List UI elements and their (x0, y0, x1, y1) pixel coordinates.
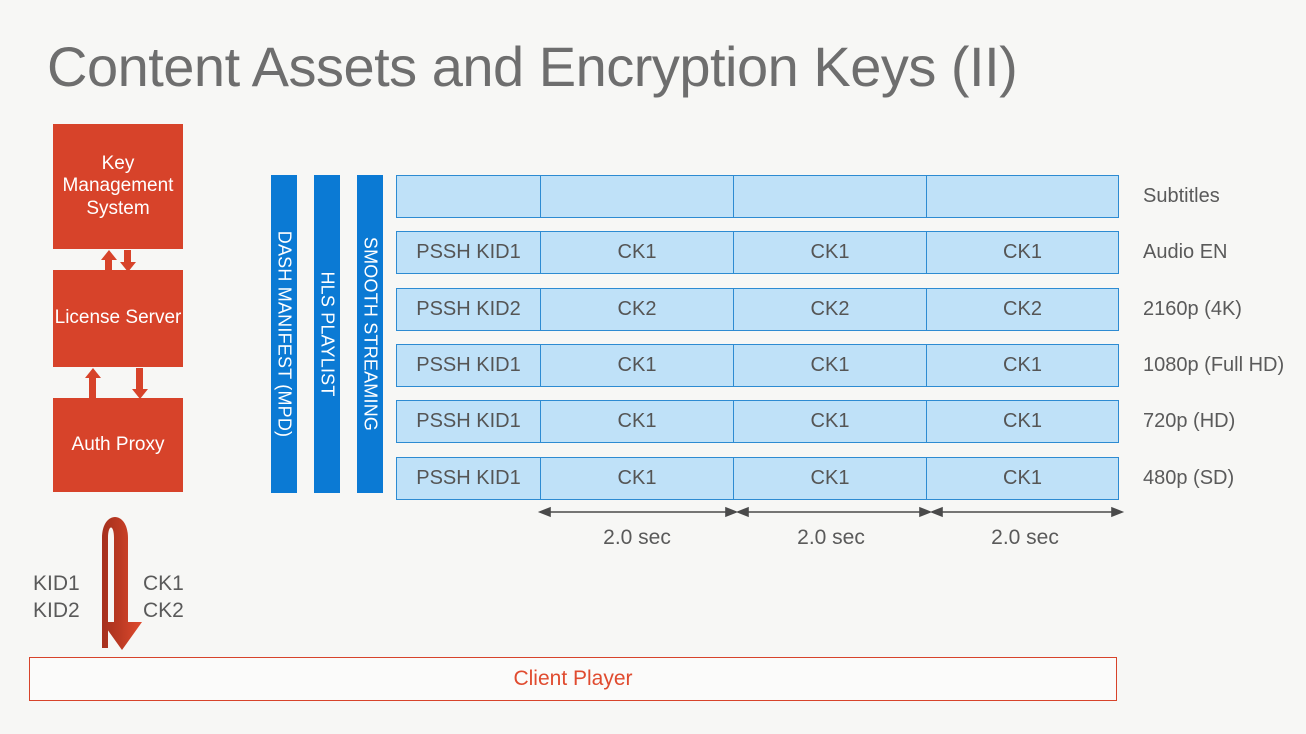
service-box-label: Auth Proxy (71, 433, 165, 455)
track-cell-segment[interactable]: CK1 (926, 343, 1119, 387)
service-box-label: License Server (54, 307, 182, 329)
segment-duration-1: 2.0 sec (603, 526, 671, 549)
ck-label-2: CK2 (143, 598, 184, 622)
manifest-bar-label: HLS PLAYLIST (317, 271, 338, 397)
track-cell-segment[interactable]: CK1 (733, 231, 927, 275)
track-cell-segment[interactable]: CK1 (540, 231, 734, 275)
track-cell-segment[interactable]: CK1 (926, 400, 1119, 444)
track-label: Subtitles (1143, 185, 1220, 207)
manifest-bar-dash[interactable]: DASH MANIFEST (MPD) (271, 175, 297, 493)
track-cell-segment[interactable]: CK1 (926, 231, 1119, 275)
track-cell-segment[interactable]: CK2 (733, 287, 927, 331)
arrow-up-auth-to-license-icon (89, 377, 96, 399)
track-cell-pssh[interactable] (396, 175, 541, 218)
kid-label-1: KID1 (33, 572, 80, 595)
track-label: 1080p (Full HD) (1143, 353, 1285, 376)
segment-duration-3: 2.0 sec (991, 526, 1059, 549)
track-label: Audio EN (1143, 241, 1228, 264)
service-box-label: Key Management System (62, 152, 174, 219)
track-cell-pssh[interactable]: PSSH KID1 (396, 343, 541, 387)
arrow-up-license-to-kms-icon (105, 259, 112, 272)
ck-label-1: CK1 (143, 572, 184, 595)
service-box-license-server[interactable]: License Server (53, 270, 183, 367)
service-box-key-management-system[interactable]: Key Management System (53, 124, 183, 249)
page-title: Content Assets and Encryption Keys (II) (47, 35, 1018, 98)
manifest-bar-label: SMOOTH STREAMING (360, 236, 381, 432)
track-label: 720p (HD) (1143, 410, 1236, 433)
kid-label-2: KID2 (33, 598, 80, 622)
track-cell-segment[interactable] (926, 175, 1119, 218)
arrow-down-kms-to-license-icon (124, 250, 131, 263)
arrow-down-license-to-auth-icon (136, 368, 143, 390)
track-cell-segment[interactable]: CK1 (733, 343, 927, 387)
segment-duration-2: 2.0 sec (797, 526, 865, 549)
ck-label-group: CK1 CK2 (143, 571, 184, 625)
track-cell-segment[interactable]: CK1 (926, 456, 1119, 500)
segment-duration-timeline: 2.0 sec 2.0 sec 2.0 sec (396, 500, 1126, 562)
track-cell-segment[interactable]: CK1 (733, 400, 927, 444)
track-cell-segment[interactable] (540, 175, 734, 218)
track-cell-segment[interactable]: CK2 (926, 287, 1119, 331)
track-cell-segment[interactable]: CK1 (540, 343, 734, 387)
manifest-bar-label: DASH MANIFEST (MPD) (274, 230, 295, 438)
track-label: 2160p (4K) (1143, 297, 1242, 320)
track-cell-pssh[interactable]: PSSH KID2 (396, 287, 541, 331)
track-cell-pssh[interactable]: PSSH KID1 (396, 231, 541, 275)
track-cell-segment[interactable]: CK2 (540, 287, 734, 331)
kid-label-group: KID1 KID2 (33, 571, 80, 625)
client-player-label: Client Player (513, 667, 633, 690)
track-label: 480p (SD) (1143, 466, 1235, 489)
client-player-bar[interactable]: Client Player (29, 657, 1117, 701)
timeline-arrows-icon (537, 506, 1125, 518)
track-row[interactable] (396, 175, 1119, 218)
manifest-bar-hls[interactable]: HLS PLAYLIST (314, 175, 340, 493)
track-cell-segment[interactable]: CK1 (733, 456, 927, 500)
track-cell-pssh[interactable]: PSSH KID1 (396, 456, 541, 500)
manifest-bar-smooth-streaming[interactable]: SMOOTH STREAMING (357, 175, 383, 493)
service-box-auth-proxy[interactable]: Auth Proxy (53, 398, 183, 492)
key-delivery-hairpin-arrow-icon (102, 517, 142, 650)
track-cell-segment[interactable] (733, 175, 927, 218)
track-cell-segment[interactable]: CK1 (540, 456, 734, 500)
track-cell-segment[interactable]: CK1 (540, 400, 734, 444)
track-cell-pssh[interactable]: PSSH KID1 (396, 400, 541, 444)
